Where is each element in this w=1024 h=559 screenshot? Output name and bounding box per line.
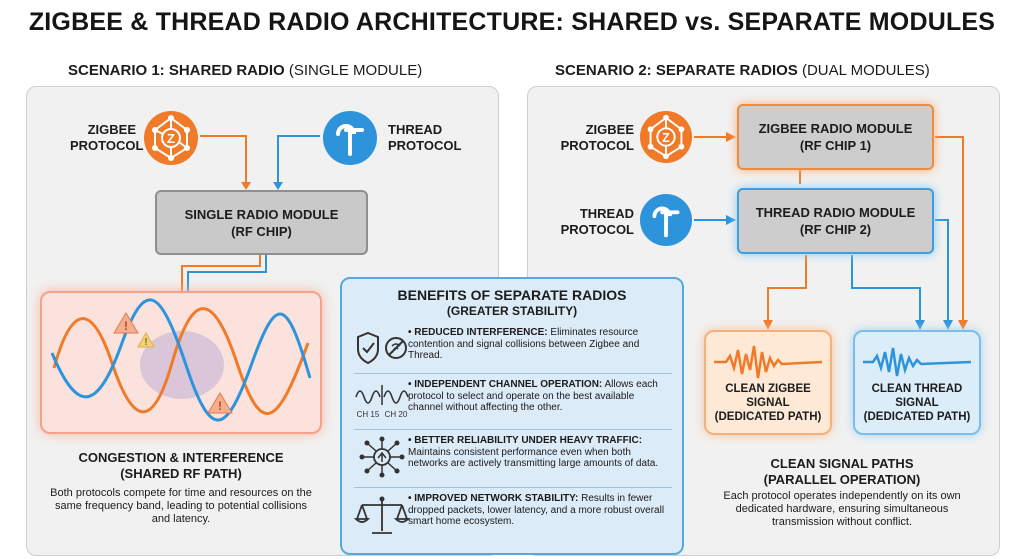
zigbee-icon: Z (143, 110, 199, 166)
s2-caption-line1: CLEAN SIGNAL PATHS (770, 456, 914, 471)
thread-signal-line1: CLEAN THREAD (871, 383, 963, 395)
s2-zigbee-label-line1: ZIGBEE (585, 122, 634, 137)
warning-icon: ! (113, 312, 139, 334)
benefit-detail: Results in fewer dropped packets, lower … (408, 493, 665, 527)
thread-waveform (863, 347, 972, 377)
zigbee-signal-caption: CLEAN ZIGBEE SIGNAL (DEDICATED PATH) (706, 382, 830, 424)
benefit-item: • REDUCED INTERFERENCE: Eliminates resou… (354, 325, 676, 373)
s1-caption-line2: (SHARED RF PATH) (120, 466, 242, 481)
single-radio-module: SINGLE RADIO MODULE (RF CHIP) (155, 190, 368, 255)
thread-icon (639, 193, 693, 247)
s1-zigbee-label: ZIGBEE PROTOCOL (70, 122, 144, 154)
clean-thread-signal-panel: CLEAN THREAD SIGNAL (DEDICATED PATH) (853, 330, 981, 435)
benefit-bold: • BETTER RELIABILITY UNDER HEAVY TRAFFIC… (408, 435, 643, 446)
s2-description: Each protocol operates independently on … (723, 490, 961, 528)
s2-thread-label: THREAD PROTOCOL (556, 206, 634, 238)
s1-thread-label: THREAD PROTOCOL (388, 122, 468, 154)
benefit-divider (354, 429, 672, 430)
benefit-bold: • IMPROVED NETWORK STABILITY: (408, 493, 579, 504)
benefit-item: • IMPROVED NETWORK STABILITY: Results in… (353, 491, 676, 547)
network-hub-icon (359, 436, 405, 478)
s2-thread-label-line1: THREAD (579, 206, 634, 221)
s1-zigbee-label-line1: ZIGBEE (87, 122, 136, 137)
shield-check-icon (357, 331, 407, 365)
benefit-bold: • REDUCED INTERFERENCE: (408, 327, 548, 338)
zigbee-radio-module: ZIGBEE RADIO MODULE (RF CHIP 1) (737, 104, 934, 170)
balance-scale-icon (353, 496, 411, 534)
scenario2-heading-thin: (DUAL MODULES) (801, 62, 930, 79)
benefit-divider (354, 373, 672, 374)
benefits-title-line2: (GREATER STABILITY) (446, 304, 578, 318)
svg-text:Z: Z (662, 131, 670, 145)
benefit-text: • BETTER RELIABILITY UNDER HEAVY TRAFFIC… (408, 435, 670, 470)
single-module-line1: SINGLE RADIO MODULE (184, 206, 339, 222)
single-module-line2: (RF CHIP) (231, 223, 292, 239)
thread-module-line1: THREAD RADIO MODULE (755, 205, 916, 220)
thread-module-line2: (RF CHIP 2) (799, 222, 872, 237)
page-title: ZIGBEE & THREAD RADIO ARCHITECTURE: SHAR… (28, 8, 996, 36)
s1-zigbee-label-line2: PROTOCOL (70, 138, 144, 153)
svg-text:!: ! (124, 319, 128, 333)
zigbee-signal-line3: (DEDICATED PATH) (714, 411, 822, 423)
s1-caption: CONGESTION & INTERFERENCE (SHARED RF PAT… (40, 450, 322, 482)
s1-thread-label-line2: PROTOCOL (388, 138, 462, 153)
channel-a-label: CH 15 (357, 410, 380, 419)
thread-signal-caption: CLEAN THREAD SIGNAL (DEDICATED PATH) (855, 382, 979, 424)
clean-zigbee-signal-panel: CLEAN ZIGBEE SIGNAL (DEDICATED PATH) (704, 330, 832, 435)
svg-text:!: ! (218, 399, 222, 413)
zigbee-signal-line2: SIGNAL (746, 397, 790, 409)
benefits-title-line1: BENEFITS OF SEPARATE RADIOS (397, 287, 627, 303)
interfering-waves-graphic: ! ! ! (50, 298, 312, 422)
scenario2-heading: SCENARIO 2: SEPARATE RADIOS (DUAL MODULE… (555, 62, 930, 79)
s2-caption-line2: (PARALLEL OPERATION) (763, 472, 921, 487)
zigbee-icon: Z (639, 110, 693, 164)
warning-icon: ! (137, 331, 155, 348)
s2-zigbee-label-line2: PROTOCOL (560, 138, 634, 153)
s2-thread-label-line2: PROTOCOL (560, 222, 634, 237)
benefit-detail: Allows each protocol to select and opera… (408, 379, 658, 413)
zigbee-module-line1: ZIGBEE RADIO MODULE (758, 121, 913, 136)
benefit-text: • INDEPENDENT CHANNEL OPERATION: Allows … (408, 379, 670, 414)
warning-icon: ! (207, 392, 233, 414)
thread-radio-module: THREAD RADIO MODULE (RF CHIP 2) (737, 188, 934, 254)
scenario1-heading-bold: SCENARIO 1: SHARED RADIO (68, 62, 285, 79)
benefit-item: • BETTER RELIABILITY UNDER HEAVY TRAFFIC… (354, 433, 676, 487)
benefit-detail: Maintains consistent performance even wh… (408, 446, 659, 470)
s2-caption: CLEAN SIGNAL PATHS (PARALLEL OPERATION) (706, 456, 978, 488)
benefits-title: BENEFITS OF SEPARATE RADIOS (GREATER STA… (342, 287, 682, 319)
s1-description: Both protocols compete for time and reso… (50, 487, 312, 525)
thread-signal-line3: (DEDICATED PATH) (863, 411, 971, 423)
thread-signal-line2: SIGNAL (895, 397, 939, 409)
interference-wave-panel: ! ! ! (40, 291, 322, 434)
scenario2-heading-bold: SCENARIO 2: SEPARATE RADIOS (555, 62, 798, 79)
zigbee-module-line2: (RF CHIP 1) (799, 138, 872, 153)
benefit-text: • IMPROVED NETWORK STABILITY: Results in… (408, 493, 670, 528)
zigbee-signal-line1: CLEAN ZIGBEE (725, 383, 811, 395)
benefits-box: BENEFITS OF SEPARATE RADIOS (GREATER STA… (340, 277, 684, 555)
s1-thread-label-line1: THREAD (388, 122, 443, 137)
scenario1-heading-thin: (SINGLE MODULE) (288, 62, 423, 79)
benefit-bold: • INDEPENDENT CHANNEL OPERATION: (408, 379, 603, 390)
svg-text:!: ! (144, 337, 147, 348)
svg-text:Z: Z (167, 131, 175, 146)
s1-caption-line1: CONGESTION & INTERFERENCE (78, 450, 284, 465)
scenario1-heading: SCENARIO 1: SHARED RADIO (SINGLE MODULE) (68, 62, 422, 79)
benefit-item: CH 15 CH 20 • INDEPENDENT CHANNEL OPERAT… (354, 377, 676, 429)
zigbee-waveform (714, 345, 823, 379)
s2-zigbee-label: ZIGBEE PROTOCOL (556, 122, 634, 154)
benefit-text: • REDUCED INTERFERENCE: Eliminates resou… (408, 327, 670, 362)
channel-waves-icon: CH 15 CH 20 (355, 385, 409, 419)
benefit-detail: Eliminates resource contention and signa… (408, 327, 640, 361)
thread-icon (322, 110, 378, 166)
benefit-divider (354, 487, 672, 488)
channel-b-label: CH 20 (385, 410, 408, 419)
